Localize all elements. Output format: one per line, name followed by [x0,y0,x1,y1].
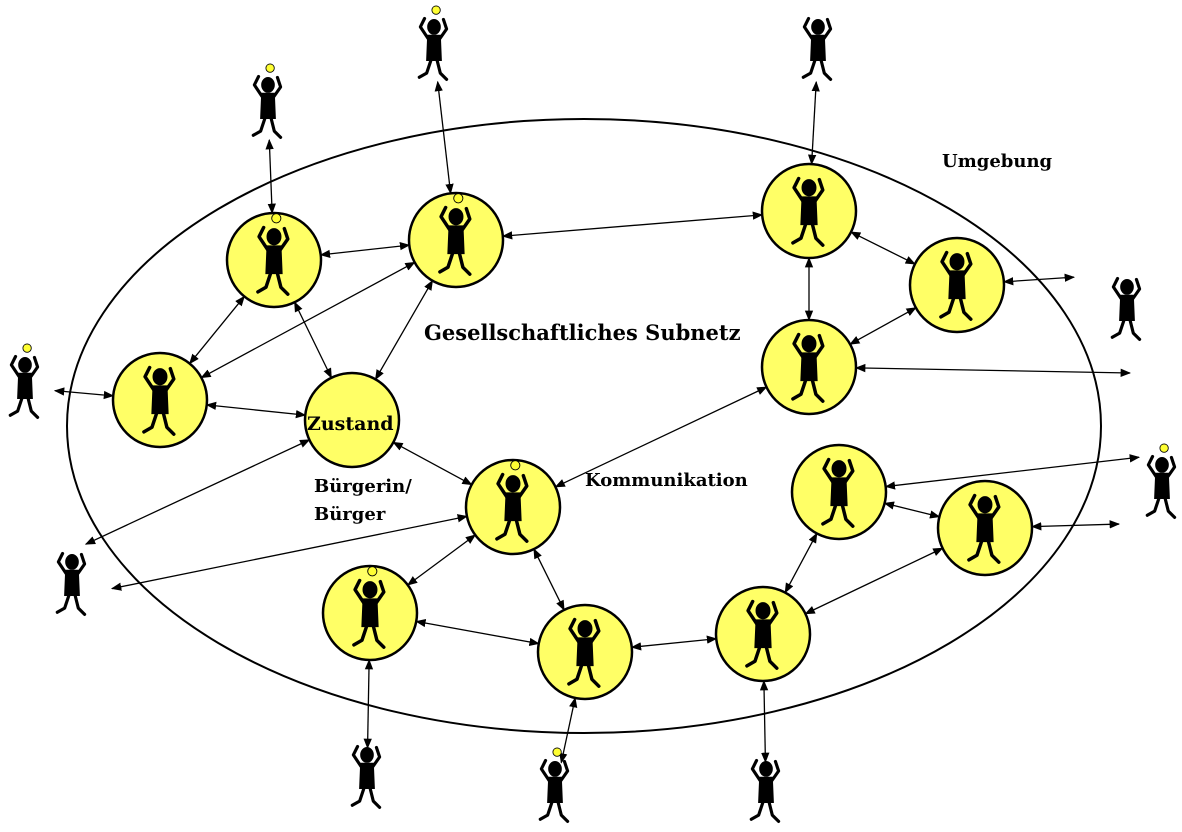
person-figure-icon [791,176,825,247]
citizen-node [760,318,858,416]
communication-arrow [630,635,718,651]
communication-arrow [1002,273,1076,286]
communication-arrow [759,679,770,764]
communication-arrow [854,363,1132,377]
lightbulb-icon [552,747,562,757]
citizen-node [407,191,505,289]
person-figure-icon [142,365,176,436]
person-figure-icon [352,566,386,649]
person-figure-icon [538,747,570,823]
person-figure-icon [791,332,825,403]
communication-arrow [406,534,477,586]
person-figure-icon [1110,276,1142,341]
communication-label: Kommunikation [585,470,748,491]
lightbulb-icon [271,213,282,224]
person-figure-icon [1145,443,1177,519]
communication-arrow [319,242,411,258]
citizen-label-line2: Bürger [314,504,386,525]
citizen-node [225,211,323,309]
communication-arrow [884,454,1141,490]
citizen-node [111,351,209,449]
communication-arrow [533,548,565,611]
citizen-node [714,585,812,683]
subnet-label: Gesellschaftliches Subnetz [424,320,741,345]
lightbulb-icon [510,460,521,471]
communication-arrow [415,618,540,647]
lightbulb-icon [367,566,378,577]
citizen-node [790,443,888,541]
communication-arrow [849,307,917,345]
communication-arrow [205,401,307,419]
citizen-node [908,236,1006,334]
person-figure-icon [251,63,283,139]
citizen-label-line1: Bürgerin/ [314,476,412,497]
person-figure-icon [821,457,855,528]
communication-arrow [265,138,276,215]
subnet-boundary [66,118,1102,734]
communication-arrow [374,279,434,381]
communication-arrow [807,80,820,166]
communication-arrow [189,295,245,365]
lightbulb-icon [431,5,441,15]
environment-persons [8,5,1177,823]
citizen-node [936,479,1034,577]
lightbulb-icon [265,63,275,73]
person-figure-icon [967,493,1001,564]
person-figure-icon [350,744,382,809]
communication-arrow [883,501,941,519]
communication-arrow [294,301,332,379]
citizen-nodes [111,162,1034,701]
lightbulb-icon [22,343,32,353]
communication-arrow [804,547,944,615]
communication-arrow [84,439,311,545]
citizen-node [303,371,401,469]
communication-arrow [110,514,468,591]
communication-arrow [392,441,473,486]
person-figure-icon [939,250,973,321]
person-figure-icon [55,551,87,616]
communication-arrow [850,231,916,265]
person-figure-icon [256,213,290,296]
communication-arrow [501,211,764,240]
person-figure-icon [801,16,833,81]
person-figure-icon [8,343,40,419]
citizen-node [760,162,858,260]
communication-arrow [53,387,115,400]
lightbulb-icon [453,193,464,204]
communication-arrow [784,532,818,594]
person-figure-icon [567,617,601,688]
communication-arrow [1030,520,1121,531]
person-figure-icon [749,758,781,823]
person-figure-icon [417,5,449,81]
lightbulb-icon [1159,443,1169,453]
person-figure-icon [495,460,529,543]
person-figure-icon [438,193,472,276]
communication-arrow [434,80,454,195]
communication-arrow [559,696,578,764]
communication-links [53,80,1141,764]
environment-label: Umgebung [942,151,1053,172]
state-label: Zustand [307,413,394,435]
communication-arrow [363,658,374,750]
citizen-node [536,603,634,701]
citizen-node [464,458,562,556]
citizen-node [321,564,419,662]
person-figure-icon [745,599,779,670]
communication-arrow [554,386,768,488]
